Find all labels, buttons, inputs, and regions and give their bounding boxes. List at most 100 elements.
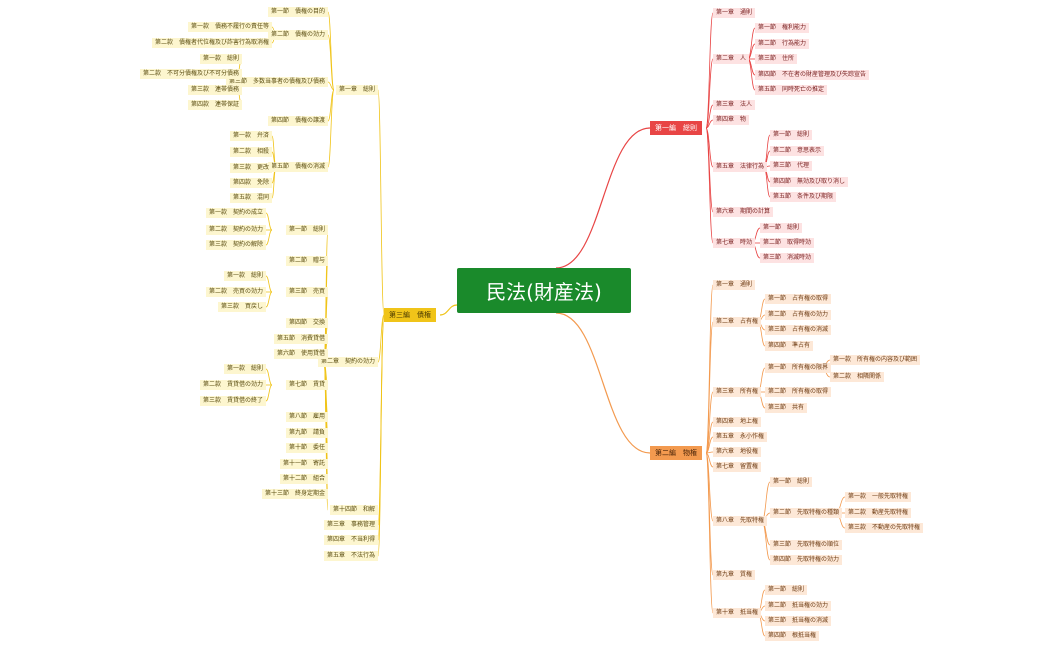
node[interactable]: 第二節 行為能力 (755, 39, 810, 49)
node[interactable]: 第一款 債務不履行の責任等 (187, 22, 272, 32)
node[interactable]: 第四節 先取特権の効力 (770, 555, 843, 565)
node[interactable]: 第一節 総則 (770, 477, 813, 487)
node[interactable]: 第二款 動産先取特権 (845, 508, 912, 518)
branch-sousoku[interactable]: 第一編 総則 (650, 121, 702, 135)
node[interactable]: 第二章 契約の効力 (317, 357, 378, 367)
node[interactable]: 第三款 賃貸借の終了 (199, 396, 266, 406)
node[interactable]: 第六章 地役権 (713, 447, 762, 457)
node[interactable]: 第一款 一般先取特権 (845, 492, 912, 502)
node[interactable]: 第一章 通則 (713, 280, 756, 290)
node[interactable]: 第四節 交換 (285, 318, 328, 328)
node[interactable]: 第四章 地上権 (713, 417, 762, 427)
node[interactable]: 第三節 多数当事者の債権及び債務 (225, 77, 328, 87)
node[interactable]: 第四章 物 (713, 115, 750, 125)
node[interactable]: 第一章 総則 (335, 85, 378, 95)
node[interactable]: 第三節 消滅時効 (760, 253, 815, 263)
node[interactable]: 第五節 条件及び期限 (770, 192, 837, 202)
node[interactable]: 第五節 同時死亡の推定 (755, 85, 828, 95)
node[interactable]: 第一節 総則 (770, 130, 813, 140)
node[interactable]: 第一款 総則 (223, 364, 266, 374)
node[interactable]: 第二節 所有権の取得 (765, 387, 832, 397)
node[interactable]: 第二節 占有権の効力 (765, 310, 832, 320)
node[interactable]: 第十一節 寄託 (279, 459, 328, 469)
node[interactable]: 第二章 占有権 (713, 317, 762, 327)
node[interactable]: 第三節 共有 (765, 403, 808, 413)
node[interactable]: 第三款 買戻し (217, 302, 266, 312)
node[interactable]: 第五章 永小作権 (713, 432, 768, 442)
node[interactable]: 第一款 所有権の内容及び範囲 (830, 355, 921, 365)
node[interactable]: 第三款 契約の解除 (205, 240, 266, 250)
node[interactable]: 第三章 事務管理 (323, 520, 378, 530)
node[interactable]: 第十三節 終身定期金 (261, 489, 328, 499)
node[interactable]: 第十章 抵当権 (713, 608, 762, 618)
node[interactable]: 第二款 相隣関係 (830, 372, 885, 382)
node[interactable]: 第二節 贈与 (285, 256, 328, 266)
node[interactable]: 第三章 法人 (713, 100, 756, 110)
node[interactable]: 第一節 権利能力 (755, 23, 810, 33)
root-node[interactable]: 民法(財産法) (457, 268, 631, 313)
node[interactable]: 第一節 総則 (285, 225, 328, 235)
connector (377, 314, 385, 557)
node[interactable]: 第九章 質権 (713, 570, 756, 580)
node[interactable]: 第六節 使用貸借 (273, 349, 328, 359)
node[interactable]: 第三節 占有権の消滅 (765, 325, 832, 335)
node[interactable]: 第一款 契約の成立 (205, 208, 266, 218)
node[interactable]: 第三節 先取特権の順位 (770, 540, 843, 550)
node[interactable]: 第九節 請負 (285, 428, 328, 438)
node[interactable]: 第二款 相殺 (229, 147, 272, 157)
node[interactable]: 第一款 総則 (223, 271, 266, 281)
node[interactable]: 第二章 人 (713, 54, 750, 64)
node[interactable]: 第四章 不当利得 (323, 535, 378, 545)
node[interactable]: 第三款 連帯債務 (187, 85, 242, 95)
node[interactable]: 第二款 契約の効力 (205, 225, 266, 235)
node[interactable]: 第五節 消費貸借 (273, 334, 328, 344)
node[interactable]: 第一章 通則 (713, 8, 756, 18)
node[interactable]: 第三章 所有権 (713, 387, 762, 397)
node[interactable]: 第一節 総則 (760, 223, 803, 233)
node[interactable]: 第七章 時効 (713, 238, 756, 248)
node[interactable]: 第一節 総則 (765, 585, 808, 595)
node[interactable]: 第十二節 組合 (279, 474, 328, 484)
node[interactable]: 第一節 占有権の取得 (765, 294, 832, 304)
node[interactable]: 第五章 法律行為 (713, 162, 768, 172)
node[interactable]: 第三節 住所 (755, 54, 798, 64)
node[interactable]: 第四節 準占有 (765, 341, 814, 351)
node[interactable]: 第二款 債権者代位権及び詐害行為取消権 (151, 38, 272, 48)
branch-bukken[interactable]: 第二編 物権 (650, 446, 702, 460)
node[interactable]: 第二節 債権の効力 (267, 30, 328, 40)
node[interactable]: 第三款 不動産の先取特権 (845, 523, 924, 533)
node[interactable]: 第一款 弁済 (229, 131, 272, 141)
node[interactable]: 第三節 抵当権の消滅 (765, 616, 832, 626)
node[interactable]: 第六章 期間の計算 (713, 207, 774, 217)
node[interactable]: 第八節 雇用 (285, 412, 328, 422)
node[interactable]: 第四節 無効及び取り消し (770, 177, 849, 187)
node[interactable]: 第二節 意思表示 (770, 146, 825, 156)
node[interactable]: 第二款 不可分債権及び不可分債務 (139, 69, 242, 79)
node[interactable]: 第二節 抵当権の効力 (765, 601, 832, 611)
node[interactable]: 第二節 先取特権の種類 (770, 508, 843, 518)
node[interactable]: 第五款 混同 (229, 193, 272, 203)
node[interactable]: 第二節 取得時効 (760, 238, 815, 248)
node[interactable]: 第四節 不在者の財産管理及び失踪宣告 (755, 70, 870, 80)
node[interactable]: 第五節 債権の消滅 (267, 162, 328, 172)
node[interactable]: 第八章 先取特権 (713, 516, 768, 526)
node[interactable]: 第五章 不法行為 (323, 551, 378, 561)
node[interactable]: 第四節 根抵当権 (765, 631, 820, 641)
branch-saiken[interactable]: 第三編 債権 (384, 308, 436, 322)
node[interactable]: 第三節 売買 (285, 287, 328, 297)
connector (377, 89, 385, 316)
node[interactable]: 第七節 賃貸 (285, 380, 328, 390)
node[interactable]: 第四款 免除 (229, 178, 272, 188)
node[interactable]: 第三款 更改 (229, 163, 272, 173)
node[interactable]: 第三節 代理 (770, 161, 813, 171)
node[interactable]: 第十節 委任 (285, 443, 328, 453)
node[interactable]: 第一節 債権の目的 (267, 7, 328, 17)
node[interactable]: 第二款 賃貸借の効力 (199, 380, 266, 390)
node[interactable]: 第十四節 和解 (329, 505, 378, 515)
node[interactable]: 第一款 総則 (199, 54, 242, 64)
node[interactable]: 第四款 連帯保証 (187, 100, 242, 110)
node[interactable]: 第四節 債権の譲渡 (267, 116, 328, 126)
node[interactable]: 第二款 売買の効力 (205, 287, 266, 297)
node[interactable]: 第七章 留置権 (713, 462, 762, 472)
node[interactable]: 第一節 所有権の限界 (765, 363, 832, 373)
